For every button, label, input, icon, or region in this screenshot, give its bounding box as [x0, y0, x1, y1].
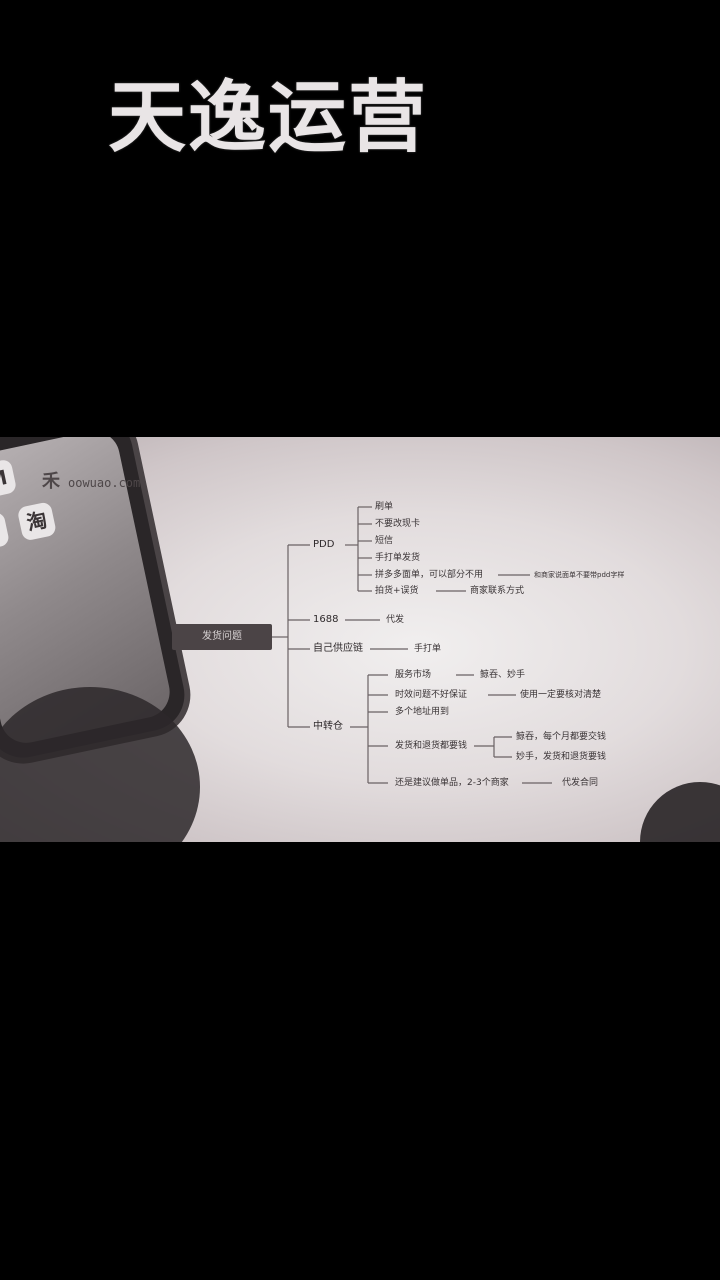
mindmap-node: 刷单	[375, 502, 394, 512]
mindmap-note: 商家联系方式	[470, 586, 525, 596]
mindmap-note: 妙手，发货和退货要钱	[516, 752, 607, 762]
mindmap-node: 时效问题不好保证	[395, 690, 468, 700]
mindmap-root: 发货问题	[172, 624, 272, 650]
mindmap-node: 短信	[375, 536, 394, 546]
mindmap-note: 代发	[386, 615, 405, 625]
mindmap-note: 鲸吞，每个月都要交钱	[516, 732, 607, 742]
mindmap-node: 多个地址用到	[395, 707, 450, 717]
watermark: 禾 oowuao.com	[42, 471, 232, 493]
brand-title: 天逸运营	[108, 73, 429, 163]
watermark-mark: 禾	[42, 471, 60, 492]
mindmap-connectors	[272, 506, 552, 784]
mindmap-node: 服务市场	[395, 670, 432, 680]
mindmap-note: 代发合同	[562, 778, 599, 788]
mindmap-branch-self-supply: 自己供应链	[313, 643, 363, 654]
mindmap-note: 使用一定要核对清楚	[520, 690, 602, 700]
mindmap-branch-pdd: PDD	[313, 539, 335, 550]
mindmap-node: 手打单发货	[375, 553, 421, 563]
mindmap-node: 拍货+误货	[375, 586, 419, 596]
mindmap-branch-1688: 1688	[313, 614, 339, 625]
watermark-url: oowuao.com	[68, 476, 141, 490]
mindmap-node: 还是建议做单品，2-3个商家	[395, 778, 509, 788]
mindmap-node: 拼多多面单，可以部分不用	[375, 570, 484, 580]
mindmap-node: 发货和退货都要钱	[395, 741, 468, 751]
mindmap-node: 不要改现卡	[375, 519, 421, 529]
mindmap-branch-transfer: 中转仓	[313, 721, 343, 732]
mindmap-note: 手打单	[414, 644, 442, 654]
mindmap-note: 和商家说面单不要带pdd字样	[534, 571, 625, 579]
mindmap-note: 鲸吞、妙手	[480, 670, 526, 680]
